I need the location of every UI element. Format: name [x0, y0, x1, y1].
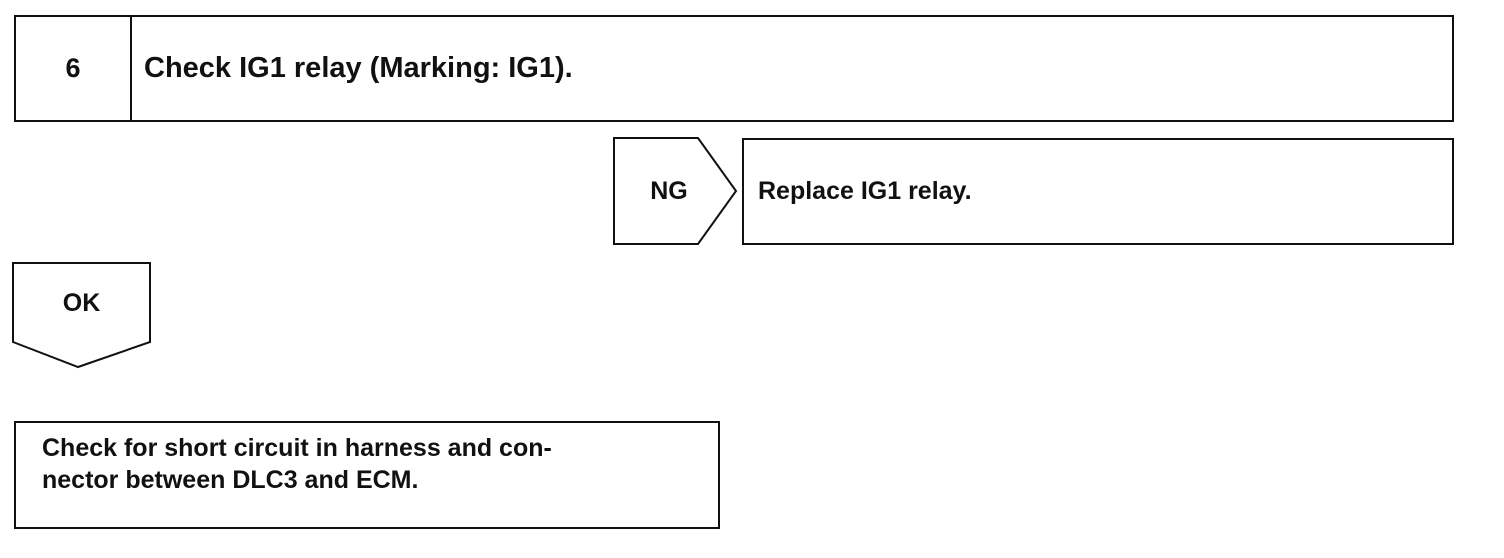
ng-result-box: Replace IG1 relay.: [742, 138, 1454, 245]
step-title: Check IG1 relay (Marking: IG1).: [144, 52, 573, 84]
step-header-box: 6 Check IG1 relay (Marking: IG1).: [14, 15, 1454, 122]
next-step-box: Check for short circuit in harness and c…: [14, 421, 720, 529]
ng-arrow-shape: [613, 137, 738, 245]
next-step-line-2: nector between DLC3 and ECM.: [42, 466, 419, 494]
ok-arrow-shape: [12, 262, 151, 369]
next-step-line-1: Check for short circuit in harness and c…: [42, 434, 552, 462]
ok-label: OK: [62, 288, 101, 317]
next-step-text: Check for short circuit in harness and c…: [42, 432, 702, 496]
step-number: 6: [65, 53, 81, 83]
step-divider: [130, 17, 132, 120]
ng-result-text: Replace IG1 relay.: [758, 177, 972, 205]
ng-label: NG: [650, 177, 688, 205]
